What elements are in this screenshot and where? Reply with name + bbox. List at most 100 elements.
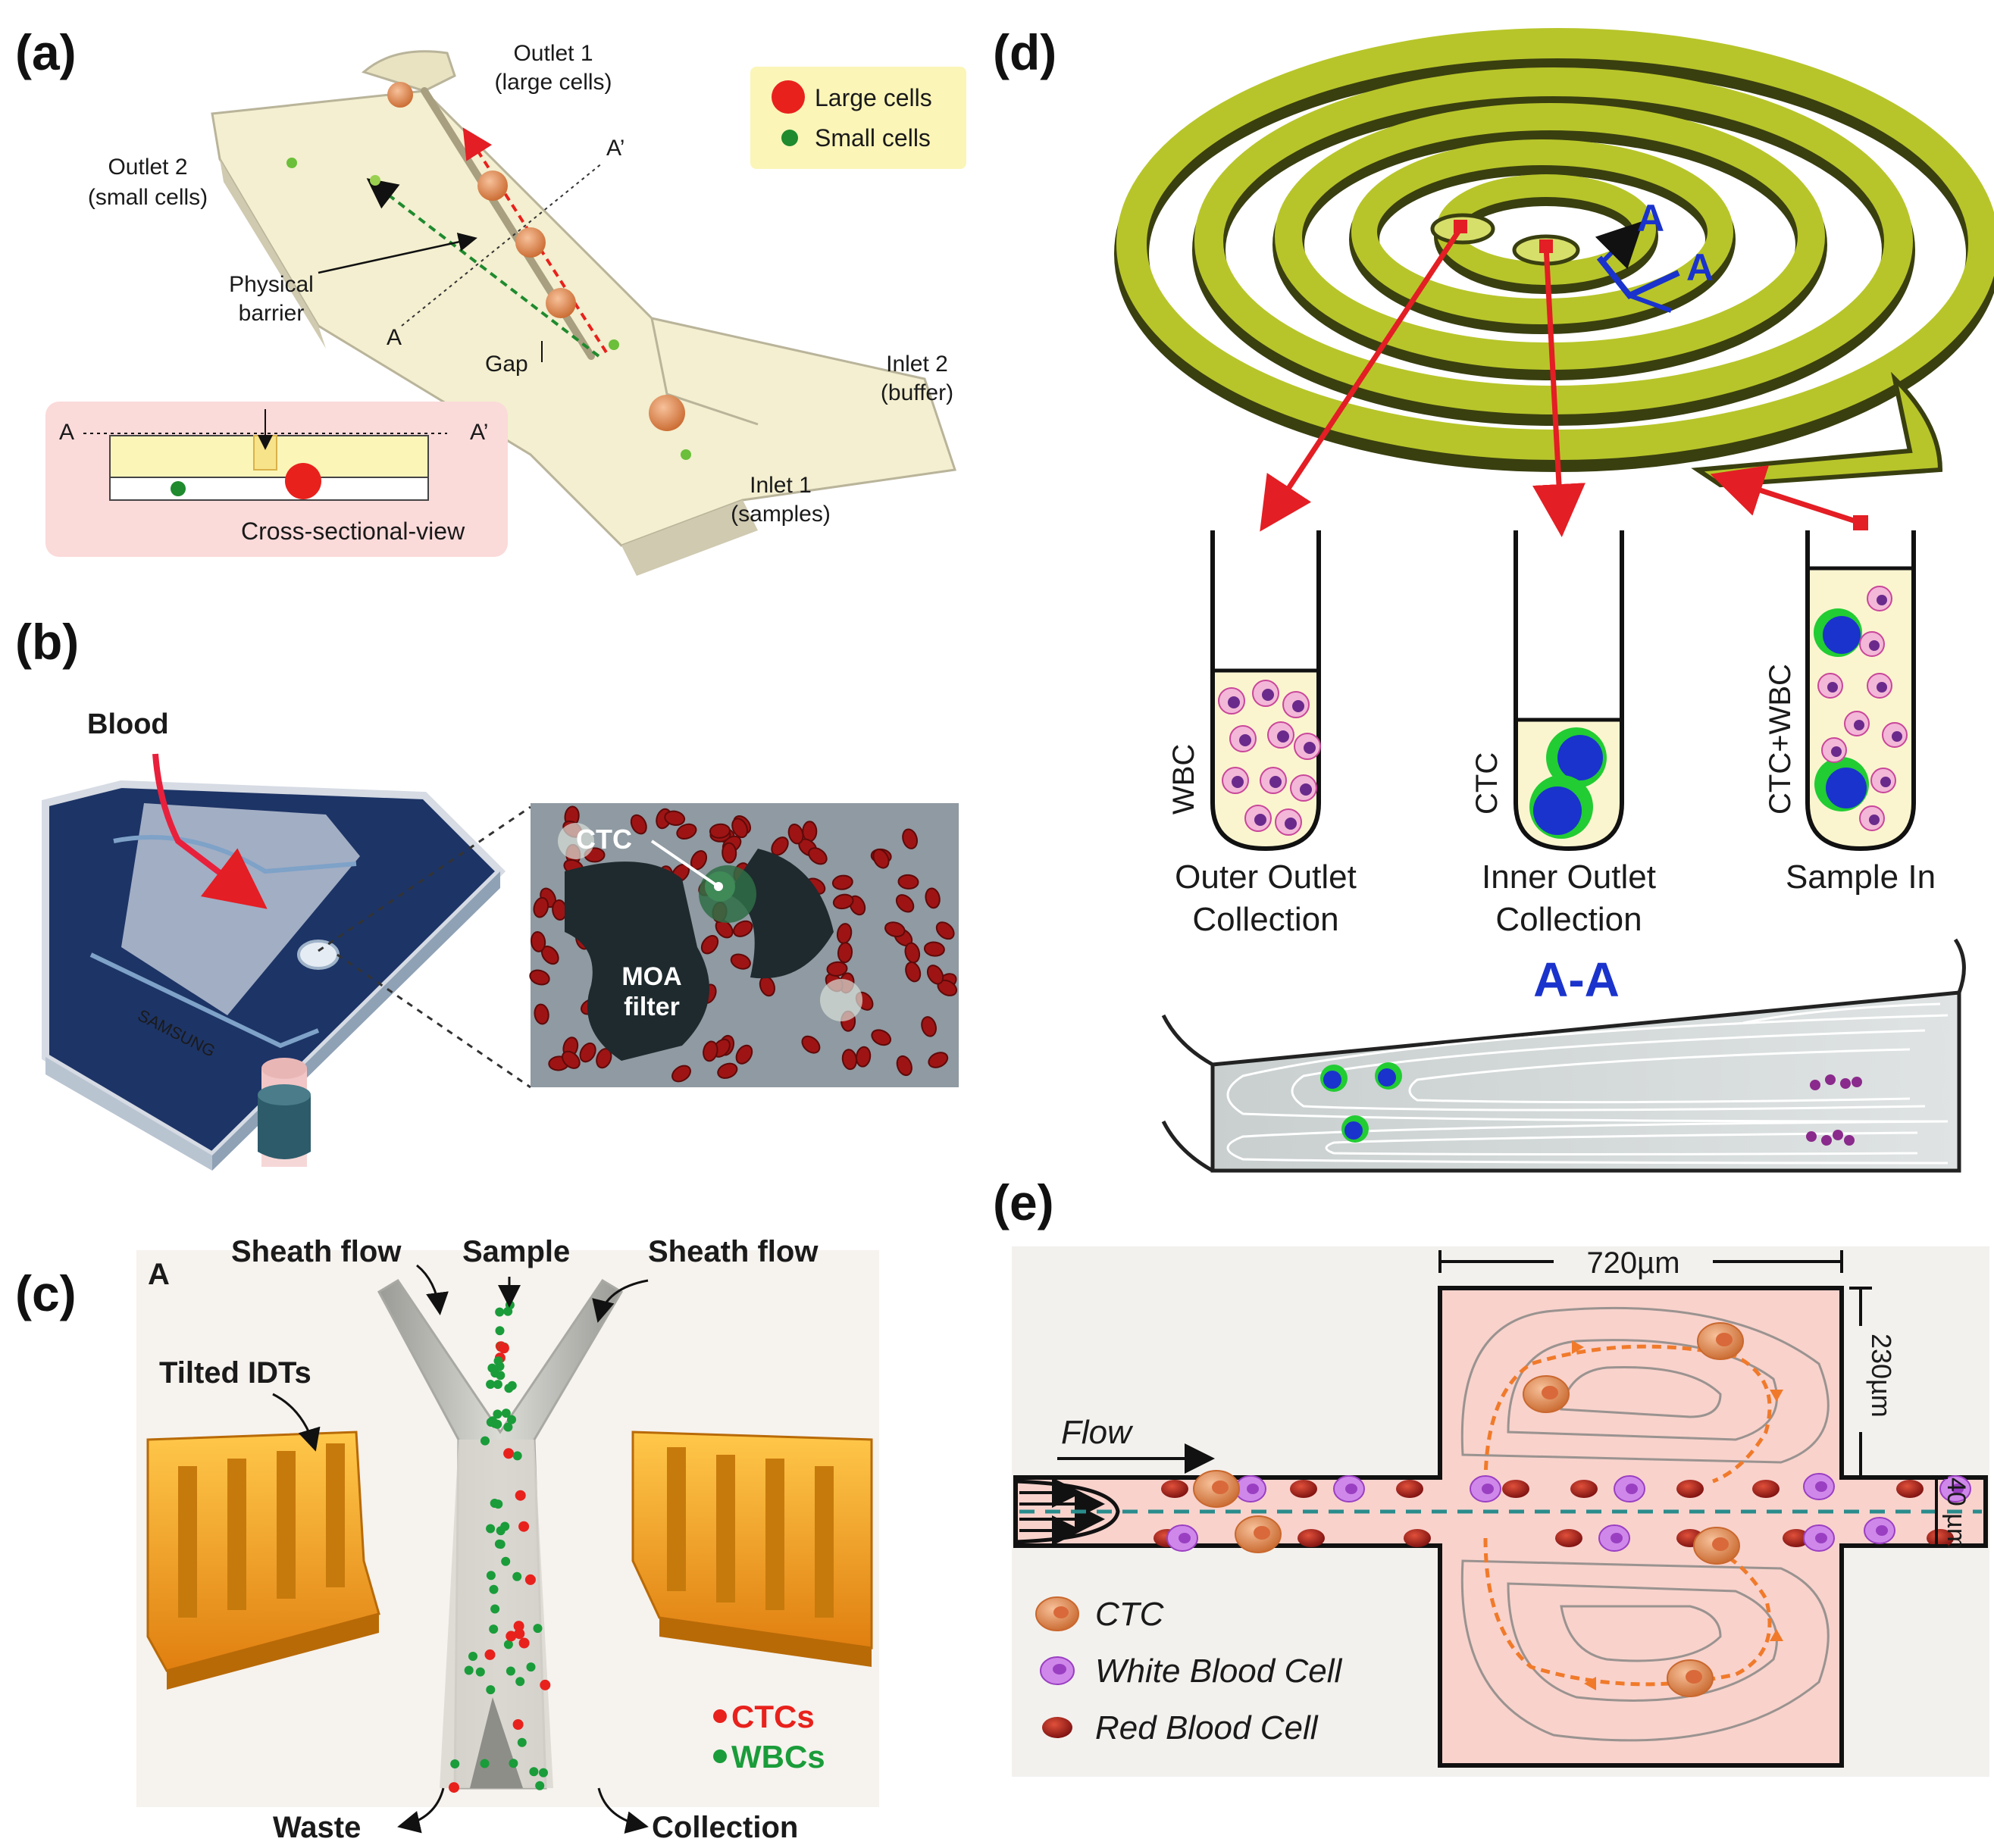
- red-blood-cell: [534, 1003, 549, 1025]
- wbc-nucleus: [1285, 818, 1297, 830]
- wbc-cell: [468, 1652, 477, 1661]
- tube-label-ctc: CTC: [1470, 752, 1504, 815]
- white-blood-cell-nucleus: [1815, 1481, 1827, 1492]
- panel-e: (e): [993, 1174, 1989, 1777]
- wbc-nucleus: [1277, 730, 1289, 743]
- panel-c-label: (c): [15, 1265, 77, 1321]
- section-markers: A A: [1595, 197, 1714, 313]
- red-blood-cell: [1396, 1480, 1423, 1498]
- white-blood-cell-nucleus: [1247, 1484, 1259, 1494]
- red-blood-cell: [529, 969, 550, 986]
- wbc-cell: [490, 1604, 500, 1614]
- section-a-a: [1161, 938, 1966, 1173]
- cross-section-label: Cross-sectional-view: [241, 518, 465, 545]
- ctc-nucleus: [1716, 1333, 1733, 1346]
- wbc-cell: [493, 1409, 502, 1419]
- wbc-cell: [481, 1436, 490, 1446]
- white-blood-cell-nucleus: [1876, 1525, 1888, 1536]
- wbc-nucleus: [1877, 595, 1887, 605]
- wbc-cell: [493, 1499, 503, 1509]
- red-blood-cell: [837, 942, 853, 964]
- white-blood-cell-nucleus: [1179, 1533, 1191, 1543]
- expansion-chamber: [1013, 1286, 1988, 1768]
- channel-label: 40 µm: [1942, 1477, 1971, 1549]
- wbc-cell: [489, 1584, 499, 1594]
- width-label: 720µm: [1586, 1246, 1679, 1280]
- collection-arrow: [597, 1787, 649, 1834]
- section-title: A-A: [1533, 952, 1620, 1007]
- wbc-cell: [496, 1540, 506, 1549]
- red-blood-cell: [826, 961, 848, 977]
- red-blood-cell: [905, 962, 922, 983]
- height-label: 230µm: [1866, 1334, 1897, 1418]
- collection-label: Collection: [652, 1811, 798, 1844]
- panel-d: (d) A A: [993, 24, 1994, 1173]
- wbc-cell: [489, 1624, 499, 1634]
- wbc-cell: [496, 1526, 506, 1536]
- section-mark-1: A: [1637, 197, 1664, 239]
- sheath-flow-right: Sheath flow: [648, 1235, 819, 1268]
- wbc-legend-dot: [713, 1750, 727, 1763]
- blood-inlet-arrow: [152, 753, 268, 909]
- red-blood-cell: [896, 1055, 912, 1077]
- red-blood-cell: [923, 941, 945, 957]
- outlet2-label: Outlet 2(small cells): [88, 155, 208, 210]
- red-blood-cell: [808, 847, 828, 865]
- section-line: [401, 162, 603, 327]
- panel-e-label: (e): [993, 1174, 1054, 1230]
- ctc-nucleus: [1212, 1481, 1229, 1494]
- red-blood-cell: [926, 965, 944, 985]
- large-cell: [387, 82, 413, 108]
- large-cell: [649, 395, 685, 431]
- red-blood-cell: [902, 828, 919, 849]
- width-dimension: 720µm: [1438, 1246, 1843, 1280]
- velocity-arrows: [1019, 1477, 1105, 1546]
- wbc-nucleus: [1269, 776, 1282, 788]
- outlet1-label: Outlet 1(large cells): [494, 41, 612, 95]
- red-blood-cell: [630, 814, 647, 835]
- inlet2-label: Inlet 2(buffer): [881, 352, 953, 405]
- gap-label: Gap: [485, 352, 528, 377]
- small-cell: [1821, 1135, 1832, 1146]
- height-dimension: 230µm: [1849, 1287, 1897, 1479]
- wbc-cell: [480, 1759, 490, 1768]
- blood-label: Blood: [87, 708, 169, 740]
- wbc-cell: [504, 1384, 514, 1393]
- idt-arrow: [272, 1393, 321, 1452]
- wbc-cell: [475, 1667, 485, 1677]
- small-cell: [286, 158, 297, 168]
- red-blood-cell: [709, 823, 731, 839]
- ctc-cell: [518, 1637, 530, 1649]
- cell-size-legend: Large cells Small cells: [750, 67, 966, 169]
- wbc-nucleus: [1228, 696, 1240, 708]
- inlet1-label: Inlet 1(samples): [731, 473, 831, 527]
- section-mark-2: A: [1686, 246, 1714, 289]
- wbc-nucleus: [1292, 700, 1304, 712]
- ctc-nucleus: [1254, 1526, 1270, 1540]
- section-small-cells: [1806, 1074, 1862, 1146]
- red-blood-cell: [579, 1042, 596, 1063]
- small-cell: [370, 175, 380, 186]
- wbc-cells: [1218, 680, 1321, 836]
- wbc-cell: [487, 1363, 497, 1373]
- legend-rbc: Red Blood Cell: [1095, 1709, 1319, 1746]
- small-cell-path-arrow: [366, 178, 600, 358]
- wbc-cell: [495, 1362, 505, 1371]
- wbcs-label: WBCs: [731, 1739, 825, 1775]
- wbc-nucleus: [1232, 776, 1244, 788]
- wbc-nucleus: [1869, 815, 1880, 825]
- red-blood-cell: [802, 821, 818, 843]
- red-blood-cell: [787, 823, 804, 845]
- sheath-right-arrow: [592, 1279, 649, 1323]
- red-blood-cell: [562, 1050, 581, 1069]
- red-blood-cell: [1555, 1529, 1582, 1547]
- large-cell: [515, 227, 546, 258]
- wbc-cell: [501, 1556, 511, 1566]
- legend-large: Large cells: [815, 84, 932, 111]
- panel-d-label: (d): [993, 24, 1056, 80]
- red-blood-cell: [730, 953, 751, 970]
- legend-ctc: CTC: [1095, 1596, 1165, 1633]
- red-blood-cell: [895, 894, 915, 913]
